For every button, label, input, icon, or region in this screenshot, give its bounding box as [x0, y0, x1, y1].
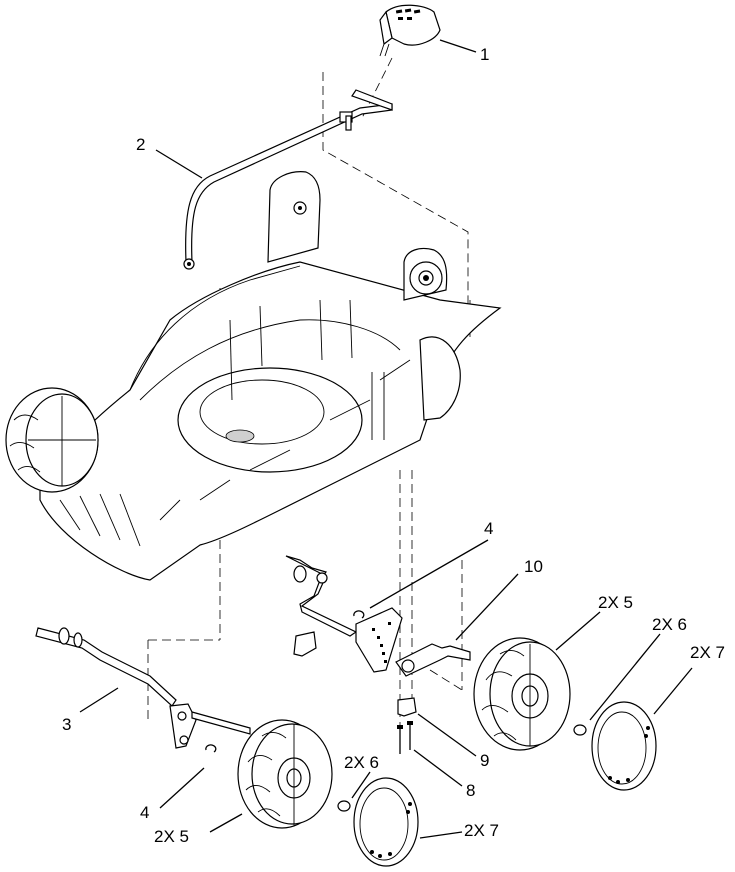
- front-wheel-left: [237, 719, 333, 829]
- e-clips: [205, 610, 365, 753]
- rear-axle-assembly: [285, 555, 471, 677]
- callout-6-right: 2X 6: [652, 615, 687, 634]
- callout-8: 8: [466, 781, 475, 800]
- leader-lines: [79, 39, 693, 839]
- callout-2: 2: [136, 135, 145, 154]
- mower-deck: [5, 171, 502, 581]
- callout-4-upper: 4: [484, 519, 493, 538]
- callout-7-right: 2X 7: [690, 643, 725, 662]
- rear-wheel-right: [473, 637, 571, 751]
- hub-cap-right: [573, 701, 657, 791]
- callout-10: 10: [524, 557, 543, 576]
- callout-6-left: 2X 6: [344, 753, 379, 772]
- height-adjust-knob: [379, 4, 441, 57]
- callout-labels: 1 2 3 4 4 10 2X 5 2X 6 2X 7 9 8 2X 6 2X …: [62, 45, 725, 846]
- callout-7-left: 2X 7: [464, 821, 499, 840]
- callout-4-lower: 4: [140, 803, 149, 822]
- front-axle: [35, 627, 251, 749]
- callout-1: 1: [480, 45, 489, 64]
- height-adjust-rod: [183, 89, 393, 270]
- callout-9: 9: [480, 751, 489, 770]
- callout-5-right: 2X 5: [598, 593, 633, 612]
- callout-3: 3: [62, 715, 71, 734]
- hub-cap-left: [337, 777, 419, 867]
- axle-bracket-and-screws: [397, 697, 417, 754]
- callout-5-left: 2X 5: [154, 827, 189, 846]
